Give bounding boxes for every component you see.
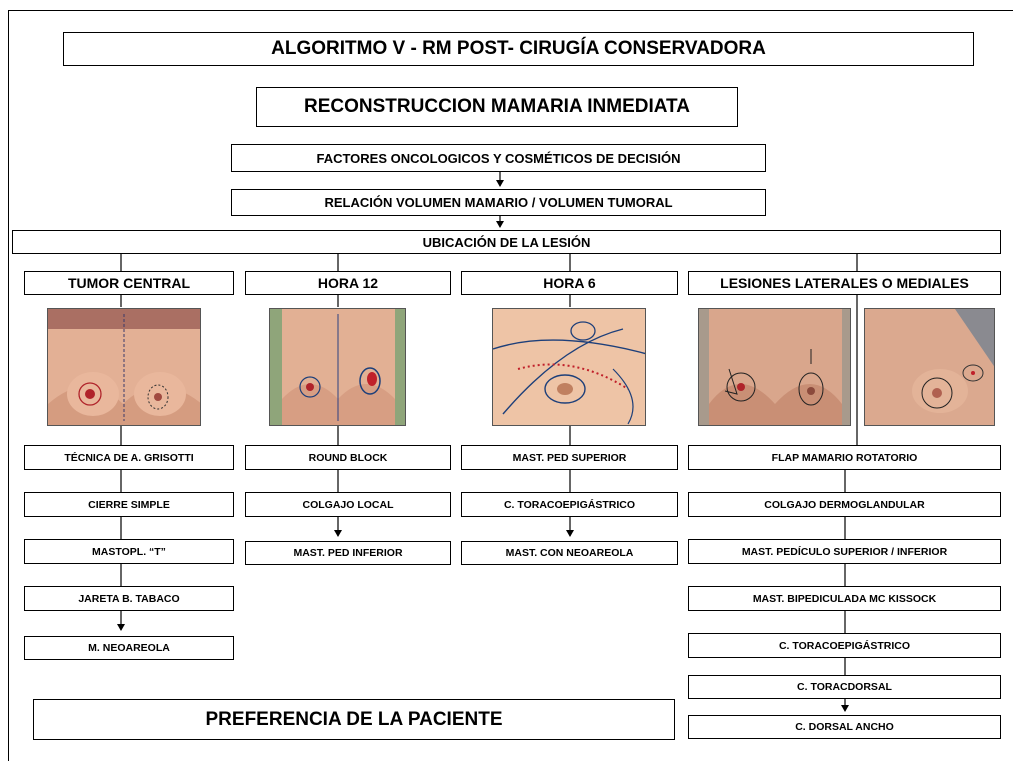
step-central-3: MASTOPL. “T” (24, 539, 234, 564)
step-hora12-1: ROUND BLOCK (245, 445, 451, 470)
step-lateral-4: MAST. BIPEDICULADA MC KISSOCK (688, 586, 1001, 611)
breast-photo-hora12 (269, 308, 406, 426)
header-hora-12: HORA 12 (245, 271, 451, 295)
step-hora12-3: MAST. PED INFERIOR (245, 541, 451, 565)
step-central-5: M. NEOAREOLA (24, 636, 234, 660)
header-hora-6: HORA 6 (461, 271, 678, 295)
relation-box: RELACIÓN VOLUMEN MAMARIO / VOLUMEN TUMOR… (231, 189, 766, 216)
step-central-2: CIERRE SIMPLE (24, 492, 234, 517)
step-lateral-5: C. TORACOEPIGÁSTRICO (688, 633, 1001, 658)
factors-box: FACTORES ONCOLOGICOS Y COSMÉTICOS DE DEC… (231, 144, 766, 172)
step-lateral-2: COLGAJO DERMOGLANDULAR (688, 492, 1001, 517)
step-central-4: JARETA B. TABACO (24, 586, 234, 611)
header-lesiones-laterales: LESIONES LATERALES O MEDIALES (688, 271, 1001, 295)
step-central-1: TÉCNICA DE A. GRISOTTI (24, 445, 234, 470)
location-box: UBICACIÓN DE LA LESIÓN (12, 230, 1001, 254)
step-hora12-2: COLGAJO LOCAL (245, 492, 451, 517)
step-hora6-3: MAST. CON NEOAREOLA (461, 541, 678, 565)
breast-photo-hora6 (492, 308, 646, 426)
step-lateral-1: FLAP MAMARIO ROTATORIO (688, 445, 1001, 470)
diagram-frame (8, 10, 1013, 761)
step-lateral-7: C. DORSAL ANCHO (688, 715, 1001, 739)
step-hora6-2: C. TORACOEPIGÁSTRICO (461, 492, 678, 517)
diagram-subtitle: RECONSTRUCCION MAMARIA INMEDIATA (256, 87, 738, 127)
preference-box: PREFERENCIA DE LA PACIENTE (33, 699, 675, 740)
diagram-title: ALGORITMO V - RM POST- CIRUGÍA CONSERVAD… (63, 32, 974, 66)
breast-photo-lateral-oblique (864, 308, 995, 426)
step-lateral-6: C. TORACDORSAL (688, 675, 1001, 699)
step-hora6-1: MAST. PED SUPERIOR (461, 445, 678, 470)
header-tumor-central: TUMOR CENTRAL (24, 271, 234, 295)
breast-photo-central (47, 308, 201, 426)
step-lateral-3: MAST. PEDÍCULO SUPERIOR / INFERIOR (688, 539, 1001, 564)
breast-photo-lateral-front (698, 308, 851, 426)
